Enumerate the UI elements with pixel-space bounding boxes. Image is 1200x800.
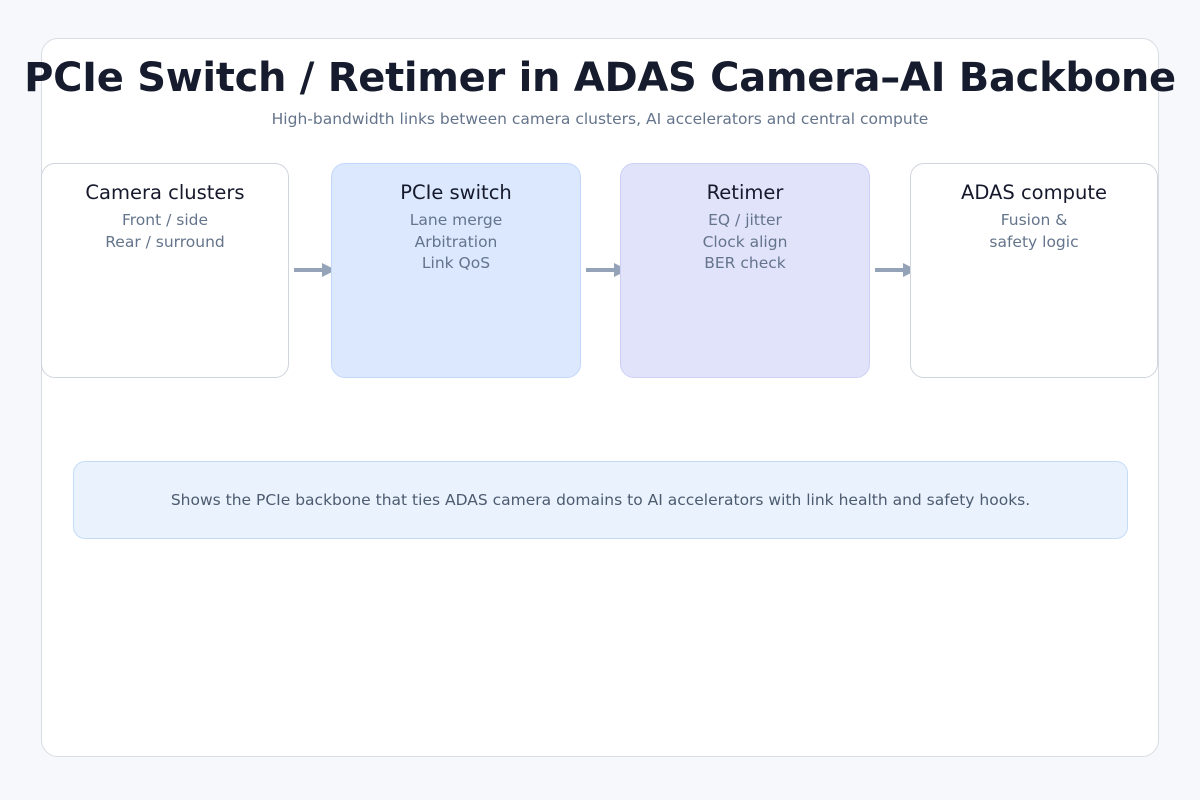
flow-node-detail-line: BER check: [704, 254, 786, 273]
arrow-shaft: [875, 268, 905, 272]
flow-node-details: Lane merge Arbitration Link QoS: [332, 210, 580, 274]
flow-node-details: Fusion & safety logic: [911, 210, 1157, 253]
flow-node-detail-line: Lane merge: [409, 211, 503, 230]
flow-node-pcie-switch[interactable]: PCIe switch Lane merge Arbitration Link …: [331, 163, 581, 378]
flow-node-retimer[interactable]: Retimer EQ / jitter Clock align BER chec…: [620, 163, 870, 378]
summary-note: Shows the PCIe backbone that ties ADAS c…: [73, 461, 1128, 539]
flow-node-detail-line: Rear / surround: [105, 232, 225, 251]
flow-diagram: Camera clusters Front / side Rear / surr…: [0, 163, 1200, 378]
flow-node-title: Camera clusters: [85, 181, 245, 204]
flow-node-details: Front / side Rear / surround: [42, 210, 288, 253]
flow-node-detail-line: Front / side: [121, 211, 209, 230]
arrow-shaft: [586, 268, 616, 272]
flow-node-detail-line: Link QoS: [421, 254, 491, 273]
flow-node-title: PCIe switch: [400, 181, 512, 204]
flow-node-title: ADAS compute: [961, 181, 1107, 204]
flow-node-detail-line: safety logic: [989, 232, 1079, 251]
flow-node-details: EQ / jitter Clock align BER check: [621, 210, 869, 274]
summary-note-text: Shows the PCIe backbone that ties ADAS c…: [170, 491, 1031, 509]
flow-node-detail-line: Fusion &: [1000, 211, 1068, 230]
arrow-right-icon: [294, 263, 336, 277]
flow-node-title: Retimer: [706, 181, 784, 204]
flow-node-detail-line: Arbitration: [414, 232, 498, 251]
diagram-card: [41, 38, 1159, 757]
flow-node-detail-line: Clock align: [702, 232, 788, 251]
flow-node-detail-line: EQ / jitter: [708, 211, 782, 230]
flow-node-camera-clusters[interactable]: Camera clusters Front / side Rear / surr…: [41, 163, 289, 378]
flow-node-adas-compute[interactable]: ADAS compute Fusion & safety logic: [910, 163, 1158, 378]
page-title: PCIe Switch / Retimer in ADAS Camera–AI …: [24, 55, 1176, 101]
arrow-shaft: [294, 268, 324, 272]
page-subtitle: High-bandwidth links between camera clus…: [271, 110, 929, 128]
